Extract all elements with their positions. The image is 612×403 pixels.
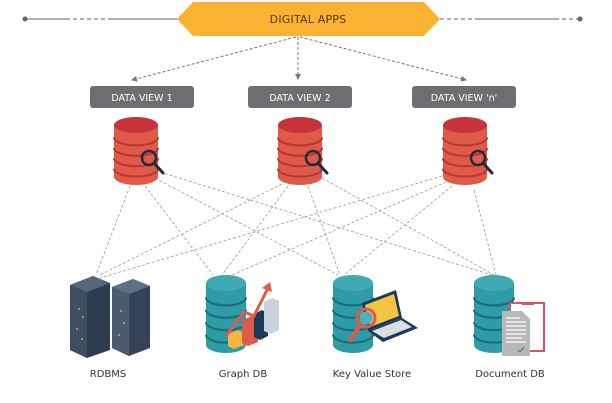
header-line bbox=[22, 16, 583, 22]
view-label: DATA VIEW 'n' bbox=[431, 93, 497, 104]
line-endpoint-right bbox=[577, 16, 583, 22]
magnifier-icon bbox=[140, 149, 165, 175]
data-view-2: DATA VIEW 2 bbox=[248, 86, 352, 108]
arrow-to-view-n bbox=[299, 36, 467, 82]
data-view-n: DATA VIEW 'n' bbox=[412, 86, 516, 108]
digital-apps-banner: DIGITAL APPS bbox=[177, 2, 440, 36]
view-tag bbox=[248, 86, 352, 108]
view-tag bbox=[90, 86, 194, 108]
data-view-1: DATA VIEW 1 bbox=[90, 86, 194, 108]
view-db-icon-n bbox=[441, 117, 494, 185]
view-label: DATA VIEW 1 bbox=[111, 93, 172, 104]
store-label-rdbms: RDBMS bbox=[90, 369, 126, 380]
magnifier-icon bbox=[469, 149, 494, 175]
store-label-graph-db: Graph DB bbox=[219, 369, 268, 380]
store-label-key-value-store: Key Value Store bbox=[333, 369, 411, 380]
store-label-document-db: Document DB bbox=[475, 369, 545, 380]
view-db-icon-1 bbox=[112, 117, 165, 185]
view-label: DATA VIEW 2 bbox=[269, 93, 330, 104]
digital-apps-label: DIGITAL APPS bbox=[270, 13, 347, 26]
server-rack-icon bbox=[70, 276, 150, 358]
view-db-icon-2 bbox=[276, 117, 329, 185]
laptop-icon bbox=[348, 290, 418, 342]
connector-lines bbox=[95, 171, 497, 279]
bar-chart-icon bbox=[224, 282, 279, 349]
document-icon bbox=[502, 302, 545, 356]
banner-arrows bbox=[131, 36, 467, 82]
magnifier-icon bbox=[304, 149, 329, 175]
view-tag bbox=[412, 86, 516, 108]
arrow-to-view-1 bbox=[131, 36, 297, 82]
